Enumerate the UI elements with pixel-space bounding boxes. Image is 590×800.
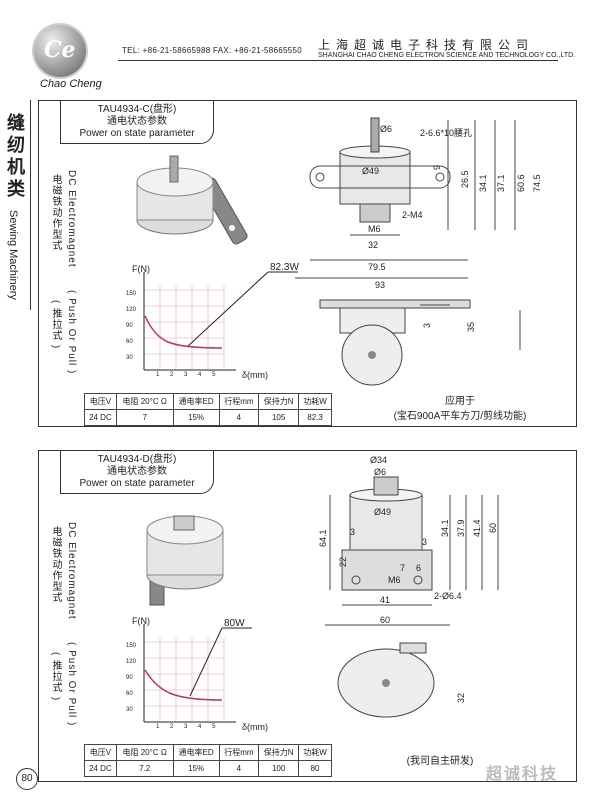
state-cn: 通电状态参数 <box>107 116 167 127</box>
model-name: TAU4934-C(盘形) <box>97 104 177 115</box>
push-cn: ( 推拉式 ) <box>50 300 61 350</box>
svg-text:2-Ø6.4: 2-Ø6.4 <box>434 591 462 601</box>
push-en: ( Push Or Pull ) <box>66 642 77 727</box>
graph-x-ticks: 1 2 3 4 5 <box>156 724 216 730</box>
graph-power-label: 80W <box>224 618 245 629</box>
svg-text:34.1: 34.1 <box>440 519 450 537</box>
svg-text:32: 32 <box>368 240 378 250</box>
application-2: (我司自主研发) <box>406 756 474 767</box>
page-number: 80 <box>16 768 38 790</box>
graph-x-label: δ(mm) <box>242 370 268 380</box>
graph-power-label: 82.3W <box>270 262 299 273</box>
svg-text:Ø6: Ø6 <box>374 467 386 477</box>
svg-text:2-6.6*10腰孔: 2-6.6*10腰孔 <box>420 128 472 138</box>
svg-text:Ø34: Ø34 <box>370 455 387 465</box>
type-cn: 电磁铁动作型式 <box>50 174 61 251</box>
push-en: ( Push Or Pull ) <box>66 290 77 375</box>
company-name-cn: 上海超诚电子科技有限公司 <box>318 38 535 52</box>
push-cn: ( 推拉式 ) <box>50 652 61 702</box>
svg-text:79.5: 79.5 <box>368 262 386 272</box>
svg-text:3: 3 <box>350 527 355 537</box>
brand-name: Chao Cheng <box>40 78 102 90</box>
svg-text:60.6: 60.6 <box>516 174 526 192</box>
svg-text:41: 41 <box>380 595 390 605</box>
svg-text:7: 7 <box>400 563 405 573</box>
product-panel-1 <box>38 100 577 427</box>
product-panel-2 <box>38 450 577 782</box>
svg-text:22: 22 <box>338 557 348 567</box>
application-1: 应用于 (宝石900A平车方刀/剪线功能) <box>393 396 527 422</box>
svg-text:64.1: 64.1 <box>318 529 328 547</box>
svg-text:Ø49: Ø49 <box>374 507 391 517</box>
company-name-en: SHANGHAI CHAO CHENG ELECTRON SCIENCE AND… <box>318 52 576 59</box>
type-en: DC Electromagnet <box>66 170 77 268</box>
product-title-box-2: TAU4934-D(盘形) 通电状态参数 Power on state para… <box>60 450 214 494</box>
model-name: TAU4934-D(盘形) <box>97 454 177 465</box>
category-en: Sewing Machinery <box>7 210 19 300</box>
svg-text:M6: M6 <box>388 575 401 585</box>
svg-text:35: 35 <box>466 322 476 332</box>
company-logo: Ce <box>34 25 86 77</box>
svg-text:32: 32 <box>456 693 466 703</box>
svg-text:26.5: 26.5 <box>460 170 470 188</box>
svg-text:Ø49: Ø49 <box>362 166 379 176</box>
svg-text:Ø6: Ø6 <box>380 124 392 134</box>
svg-text:3: 3 <box>422 537 427 547</box>
svg-text:6: 6 <box>416 563 421 573</box>
svg-text:60: 60 <box>380 615 390 625</box>
force-graph-1-svg <box>143 271 298 371</box>
svg-text:3: 3 <box>422 323 432 328</box>
graph-y-label: F(N) <box>132 264 150 274</box>
graph-x-ticks: 1 2 3 4 5 <box>156 372 216 378</box>
state-en: Power on state parameter <box>79 128 195 139</box>
footer-brand: 超诚科技 <box>486 766 559 783</box>
contact-info: TEL: +86-21-58665988 FAX: +86-21-5866555… <box>122 46 302 55</box>
svg-text:41.4: 41.4 <box>472 519 482 537</box>
state-en: Power on state parameter <box>79 478 195 489</box>
category-tab <box>0 100 31 310</box>
force-graph-2-svg <box>143 624 252 723</box>
product-photo-1 <box>136 155 248 245</box>
state-cn: 通电状态参数 <box>107 466 167 477</box>
category-cn: 缝纫机类 <box>7 113 25 199</box>
type-en: DC Electromagnet <box>66 522 77 620</box>
technical-drawing-2: Ø34 Ø6 Ø49 64.1 22 3 3 34.1 37.9 41.4 60… <box>318 455 499 718</box>
svg-text:74.5: 74.5 <box>532 174 542 192</box>
graph-y-label: F(N) <box>132 616 150 626</box>
svg-text:9: 9 <box>432 165 442 170</box>
type-cn: 电磁铁动作型式 <box>50 526 61 603</box>
graph-x-label: δ(mm) <box>242 722 268 732</box>
svg-text:34.1: 34.1 <box>478 174 488 192</box>
svg-text:93: 93 <box>375 280 385 290</box>
product-title-box-1: TAU4934-C(盘形) 通电状态参数 Power on state para… <box>60 100 214 144</box>
svg-text:60: 60 <box>488 523 498 533</box>
header-divider <box>118 60 558 61</box>
product-photo-2 <box>146 515 224 606</box>
svg-text:M6: M6 <box>368 224 381 234</box>
svg-text:37.1: 37.1 <box>496 174 506 192</box>
svg-text:37.9: 37.9 <box>456 519 466 537</box>
svg-text:2-M4: 2-M4 <box>402 210 423 220</box>
technical-drawing-1: Ø6 2-6.6*10腰孔 Ø49 2-M4 M6 32 79.5 93 9 2… <box>295 117 542 386</box>
